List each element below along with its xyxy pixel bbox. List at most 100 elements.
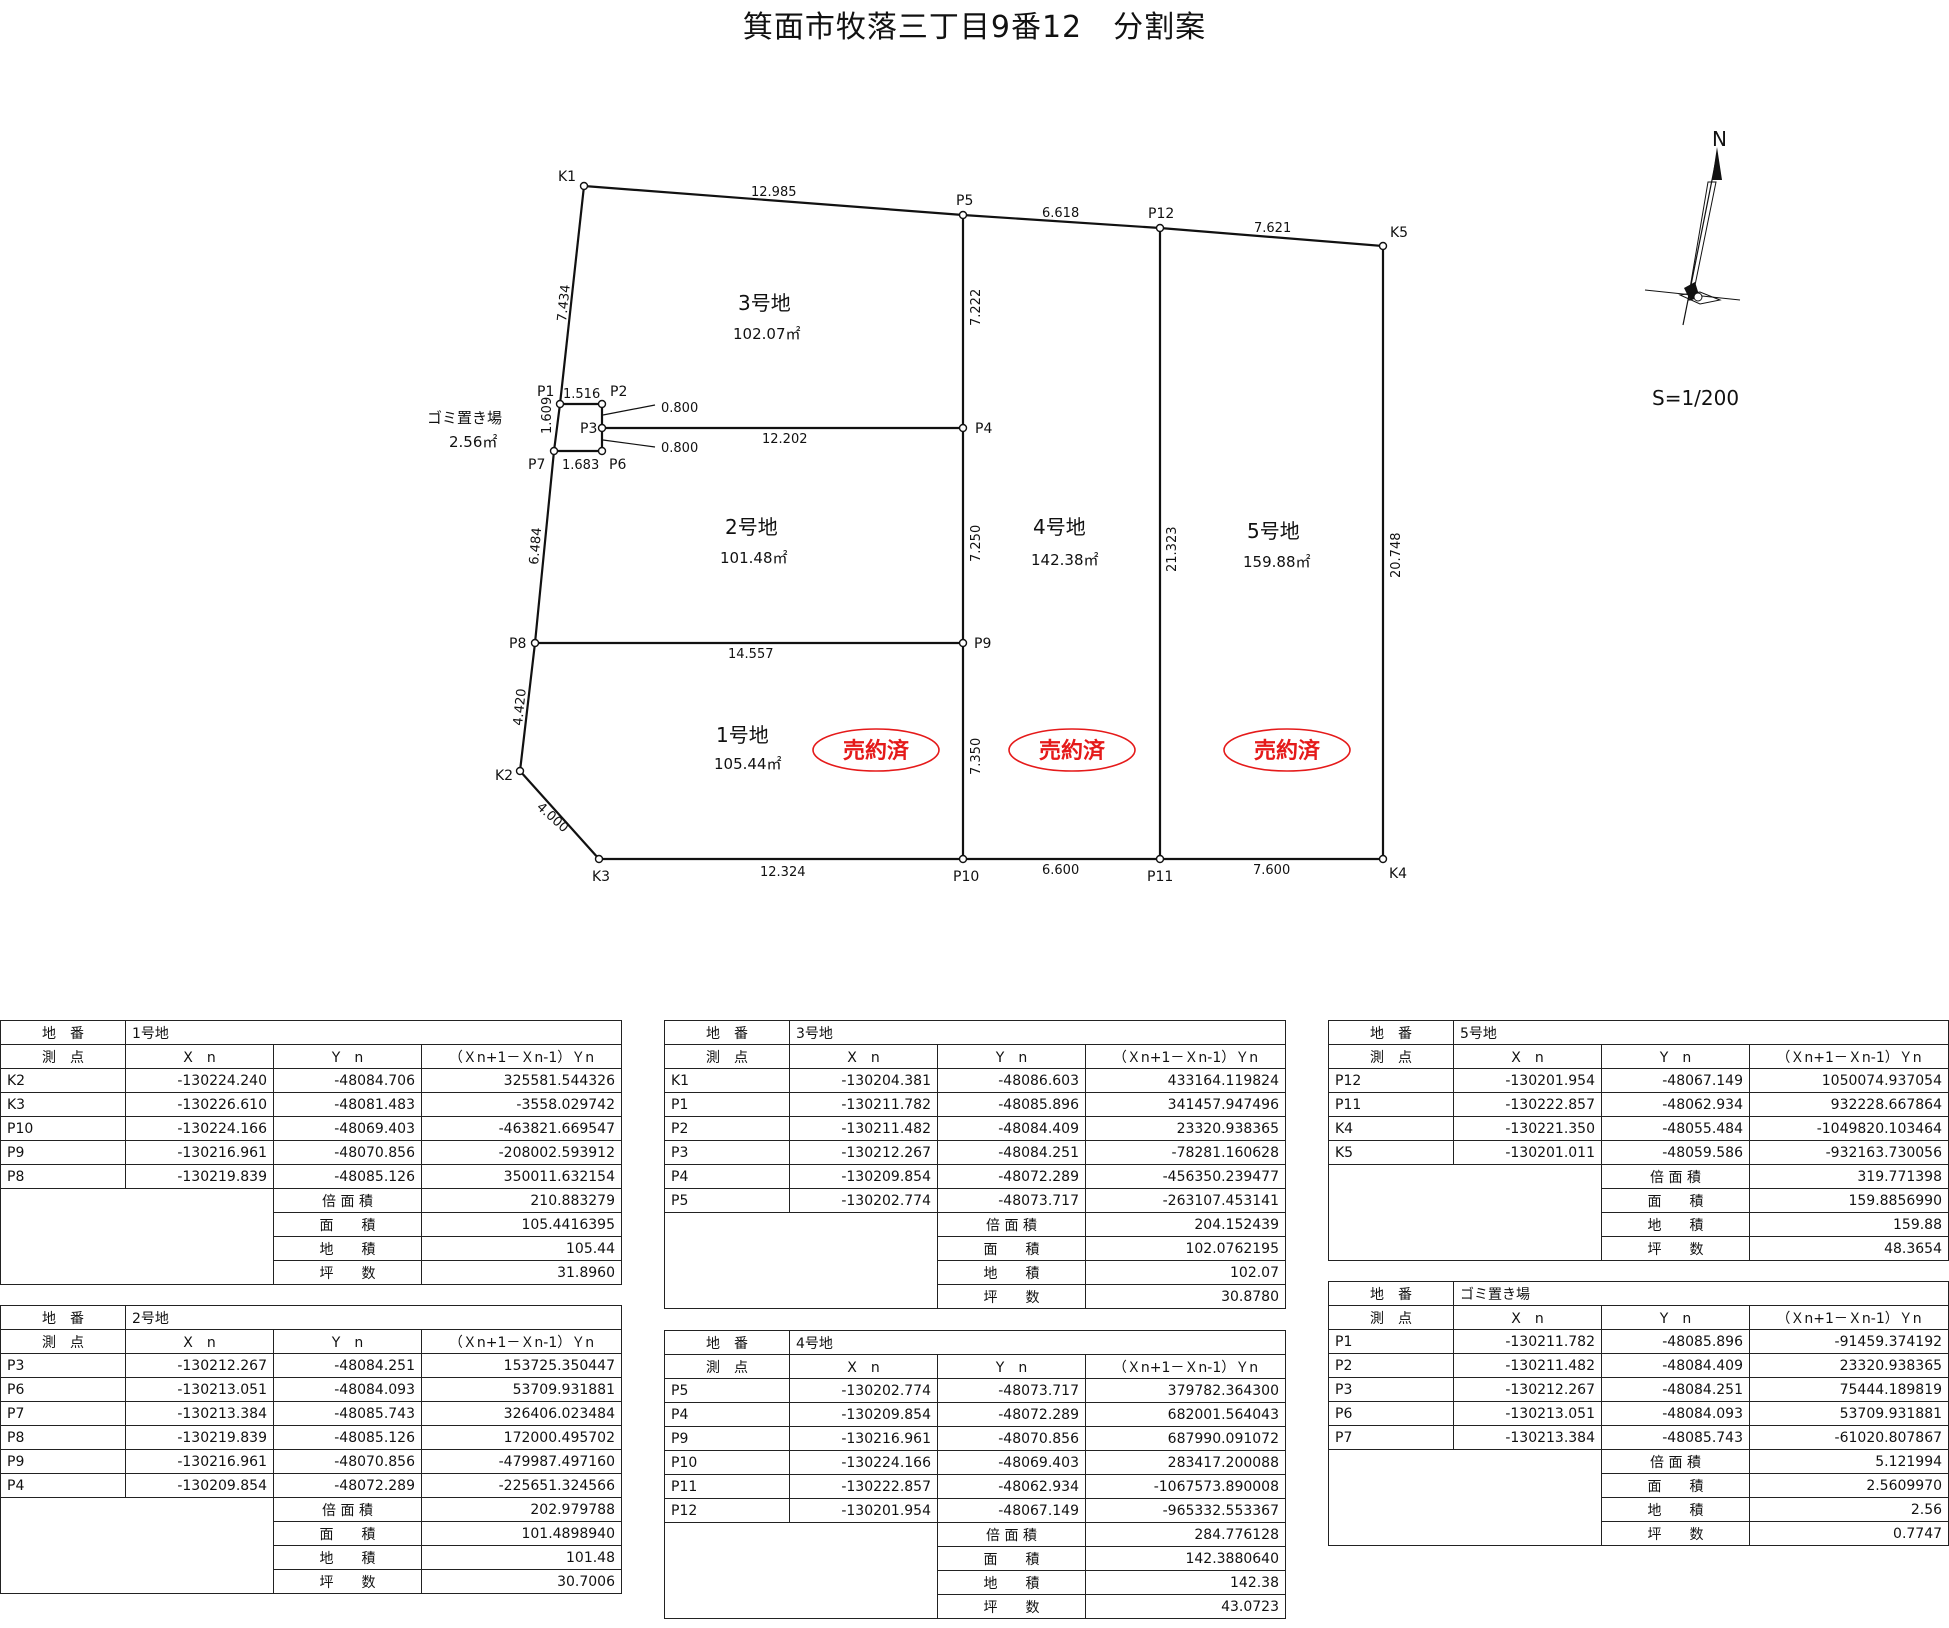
point-label-p5: P5	[956, 193, 973, 209]
cell: P3	[664, 1140, 790, 1165]
cell: -130213.384	[125, 1401, 274, 1426]
cell: -48073.717	[937, 1188, 1086, 1213]
lot-name: 2号地	[725, 515, 778, 539]
cell: -130211.782	[789, 1092, 938, 1117]
cell: -932163.730056	[1749, 1140, 1949, 1165]
summary-label: 倍 面 積	[273, 1497, 422, 1522]
cell: 682001.564043	[1085, 1402, 1286, 1427]
cell: -130224.166	[125, 1116, 274, 1141]
cell: -48059.586	[1601, 1140, 1750, 1165]
cell: -463821.669547	[421, 1116, 622, 1141]
cell: P5	[664, 1378, 790, 1403]
survey-point	[1155, 854, 1165, 864]
cell: -130224.166	[789, 1450, 938, 1475]
survey-point	[579, 181, 589, 191]
survey-point	[597, 423, 607, 433]
sold-stamp	[1008, 728, 1136, 772]
cell: -263107.453141	[1085, 1188, 1286, 1213]
cell: P9	[664, 1426, 790, 1451]
cell: -130213.384	[1453, 1425, 1602, 1450]
lot-area: 142.38㎡	[1031, 551, 1099, 569]
table-row: P5-130202.774-48073.717-263107.453141	[664, 1188, 1286, 1213]
summary-value: 142.38	[1085, 1570, 1286, 1595]
cell: 172000.495702	[421, 1425, 622, 1450]
cell: -48062.934	[1601, 1092, 1750, 1117]
coord-table-lot3: 地 番 3号地 測 点 X n Y n （Ｘn+1－Ｘn-1）Ｙn K1-130…	[664, 1020, 1286, 1309]
summary-label: 面 積	[1601, 1473, 1750, 1498]
cell: -48070.856	[273, 1140, 422, 1165]
survey-point	[597, 446, 607, 456]
dimension-label: 7.350	[969, 738, 984, 775]
cell: -48085.743	[273, 1401, 422, 1426]
cell: 341457.947496	[1085, 1092, 1286, 1117]
summary-value: 210.883279	[421, 1188, 622, 1213]
point-label-p4: P4	[975, 421, 992, 437]
summary-value: 2.56	[1748, 1497, 1949, 1522]
point-label-p12: P12	[1148, 206, 1174, 222]
survey-point	[555, 399, 565, 409]
cell: -130212.267	[1453, 1377, 1602, 1402]
dimension-label: 12.985	[751, 185, 797, 200]
cell: -48055.484	[1601, 1116, 1750, 1141]
dimension-label: 20.748	[1389, 533, 1404, 579]
table-lot-name: 1号地	[125, 1020, 622, 1045]
survey-point	[515, 766, 525, 776]
cell: -130219.839	[125, 1425, 274, 1450]
north-arrow-icon	[1644, 147, 1741, 326]
col-header: X n	[789, 1354, 938, 1379]
cell: -130211.782	[1453, 1329, 1602, 1354]
lot-area: 2.56㎡	[449, 433, 497, 451]
summary-label: 地 積	[937, 1260, 1086, 1285]
dimension-label: 6.618	[1042, 206, 1079, 221]
dimension-label: 12.324	[760, 865, 806, 880]
coord-table-lot4: 地 番 4号地 測 点 X n Y n （Ｘn+1－Ｘn-1）Ｙn P5-130…	[664, 1330, 1286, 1619]
cell: -130202.774	[789, 1378, 938, 1403]
cell: -48084.409	[937, 1116, 1086, 1141]
cell: -130201.011	[1453, 1140, 1602, 1165]
coord-table-lot5: 地 番 5号地 測 点 X n Y n （Ｘn+1－Ｘn-1）Ｙn P12-13…	[1328, 1020, 1949, 1261]
table-row: P3-130212.267-48084.251-78281.160628	[664, 1140, 1286, 1165]
summary-label: 坪 数	[1601, 1521, 1750, 1546]
leader-line	[602, 404, 656, 416]
table-row: K5-130201.011-48059.586-932163.730056	[1328, 1140, 1949, 1165]
summary-label: 倍 面 積	[937, 1522, 1086, 1547]
cell: -48084.093	[1601, 1401, 1750, 1426]
summary-value: 5.121994	[1748, 1449, 1949, 1474]
cell-label: 測 点	[664, 1354, 790, 1379]
survey-point	[958, 423, 968, 433]
dimension-label: 7.434	[555, 284, 574, 323]
table-row: P7-130213.384-48085.743-61020.807867	[1328, 1425, 1949, 1450]
cell: -48084.251	[937, 1140, 1086, 1165]
cell: P10	[0, 1116, 126, 1141]
summary-value: 159.88	[1749, 1212, 1949, 1237]
blank-cell	[0, 1188, 274, 1285]
cell: -130213.051	[1453, 1401, 1602, 1426]
col-header: X n	[1453, 1044, 1602, 1069]
cell: K4	[1328, 1116, 1454, 1141]
cell: -3558.029742	[421, 1092, 622, 1117]
summary-value: 2.5609970	[1748, 1473, 1949, 1498]
summary-label: 面 積	[937, 1546, 1086, 1571]
summary-value: 105.44	[421, 1236, 622, 1261]
cell: 1050074.937054	[1749, 1068, 1949, 1093]
survey-point	[594, 854, 604, 864]
summary-value: 202.979788	[421, 1497, 622, 1522]
cell: P12	[664, 1498, 790, 1523]
cell: -965332.553367	[1085, 1498, 1286, 1523]
survey-point	[597, 399, 607, 409]
cell: -1049820.103464	[1749, 1116, 1949, 1141]
cell: -130212.267	[789, 1140, 938, 1165]
blank-cell	[1328, 1164, 1602, 1261]
lot-name: ゴミ置き場	[427, 409, 502, 427]
cell: -225651.324566	[421, 1473, 622, 1498]
table-row: P9-130216.961-48070.856-208002.593912	[0, 1140, 622, 1165]
cell: -479987.497160	[421, 1449, 622, 1474]
cell: -130216.961	[125, 1449, 274, 1474]
summary-value: 0.7747	[1748, 1521, 1949, 1546]
cell: -48084.251	[273, 1353, 422, 1378]
cell: -78281.160628	[1085, 1140, 1286, 1165]
